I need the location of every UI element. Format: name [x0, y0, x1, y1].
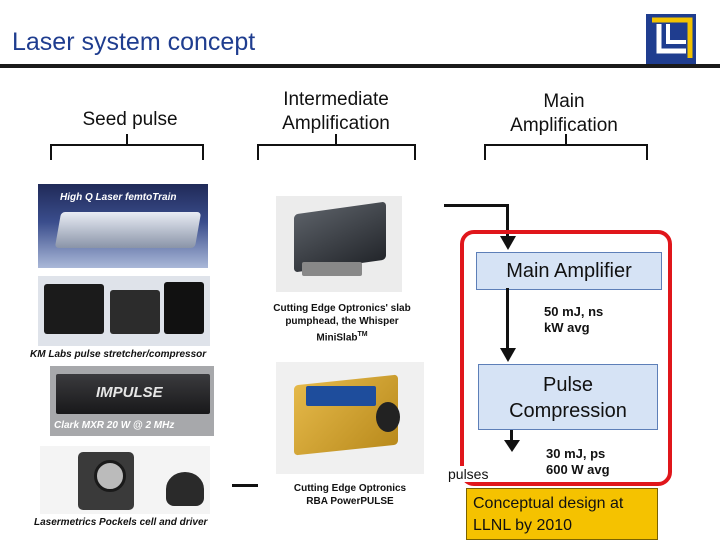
arrow-down-icon: [500, 236, 516, 250]
llnl-logo-icon: [646, 14, 696, 64]
powerpulse-photo: [276, 362, 424, 474]
pulse-compression-box: Pulse Compression: [478, 364, 658, 430]
page-title: Laser system concept: [12, 28, 256, 56]
arrow-down-icon: [500, 348, 516, 362]
feed-line-vertical: [506, 204, 509, 240]
main-heading: Main Amplification: [510, 91, 618, 136]
compression-label-line-1: Pulse: [542, 374, 594, 396]
powerpulse-caption-line-2: RBA PowerPULSE: [306, 496, 394, 507]
trademark-superscript: TM: [357, 331, 368, 338]
feed-line-horizontal: [444, 204, 508, 207]
main-amplifier-box: Main Amplifier: [476, 252, 662, 290]
main-amplification-frame: [460, 230, 672, 486]
compression-label-line-2: Compression: [509, 400, 627, 422]
km-labs-caption: KM Labs pulse stretcher/compressor: [30, 349, 207, 360]
intermediate-bracket: [257, 134, 416, 160]
femtotrain-caption: High Q Laser femtoTrain: [60, 192, 177, 203]
compression-output-line: [510, 430, 513, 444]
main-bracket: [484, 134, 648, 160]
pockels-cell-photo: [40, 446, 210, 514]
seed-pulse-heading: Seed pulse: [82, 109, 178, 130]
bottom-connector-line: [232, 484, 258, 487]
whisper-caption-line-2: pumphead, the Whisper: [285, 316, 399, 327]
whisper-caption-line-1: Cutting Edge Optronics' slab: [273, 303, 411, 314]
clark-mxr-photo: IMPULSE Clark MXR 20 W @ 2 MHz: [50, 366, 214, 436]
intermediate-heading: Intermediate Amplification: [282, 89, 390, 134]
whisper-minislab-caption: Cutting Edge Optronics' slab pumphead, t…: [264, 302, 420, 344]
spec2-energy: 30 mJ, ps: [546, 446, 606, 461]
whisper-caption-line-3: MiniSlabTM: [264, 328, 420, 344]
seed-bracket: [50, 134, 204, 160]
spec1-power: kW avg: [544, 320, 590, 335]
impulse-brand: IMPULSE: [96, 384, 163, 401]
conceptual-design-note: Conceptual design at LLNL by 2010: [466, 488, 658, 540]
amplifier-to-compression-line: [506, 288, 509, 352]
spec1-energy: 50 mJ, ns: [544, 304, 604, 319]
main-amplifier-spec: 50 mJ, ns kW avg: [544, 304, 654, 336]
powerpulse-caption-line-1: Cutting Edge Optronics: [293, 483, 407, 494]
clark-mxr-caption: Clark MXR 20 W @ 2 MHz: [54, 420, 175, 431]
powerpulse-caption: Cutting Edge Optronics RBA PowerPULSE: [272, 482, 428, 508]
arrow-down-icon: [504, 440, 520, 452]
spec2-power: 600 W avg: [546, 462, 610, 477]
whisper-minislab-photo: [276, 196, 402, 292]
pockels-cell-caption: Lasermetrics Pockels cell and driver: [34, 517, 208, 528]
whisper-caption-minislab: MiniSlab: [316, 332, 358, 344]
compression-spec: 30 mJ, ps 600 W avg: [546, 446, 656, 478]
output-pulses-label: pulses: [447, 466, 490, 482]
km-labs-photo: [38, 276, 210, 346]
title-divider: [0, 64, 720, 68]
femtotrain-photo: High Q Laser femtoTrain: [38, 184, 208, 268]
